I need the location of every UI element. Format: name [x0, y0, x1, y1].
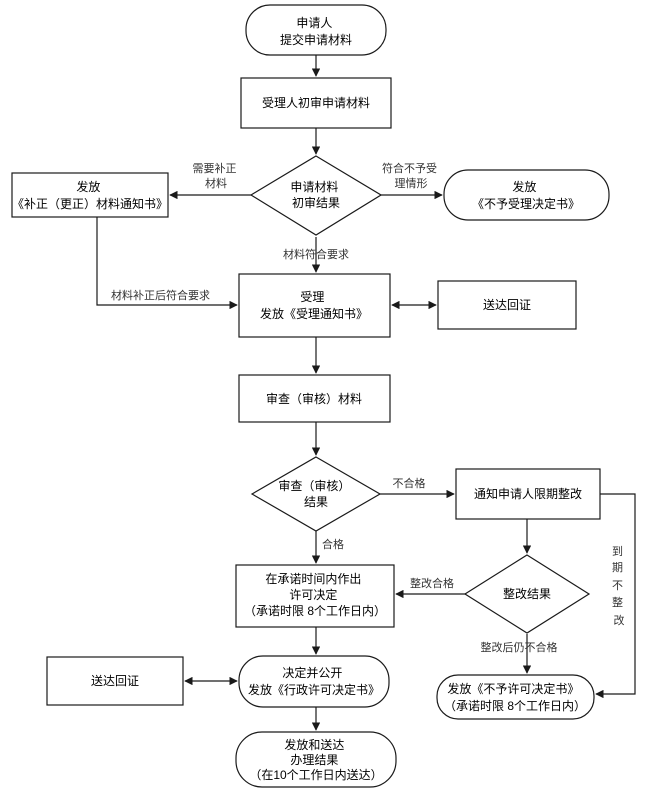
label-qualified-line-1: 合格 — [322, 537, 344, 551]
node-deny-permit-line-2: （承诺时限 8个工作日内） — [444, 699, 586, 713]
svg-text:审查（审核）材料: 审查（审核）材料 — [266, 391, 362, 406]
node-start-line-2: 提交申请材料 — [280, 32, 352, 47]
node-decide-publish-line-2: 发放《行政许可决定书》 — [248, 682, 380, 697]
svg-text:发放 《补正（更正）材料通知书》: 发放 《补正（更正）材料通知书》 — [12, 179, 168, 211]
label-meets-req: 材料符合要求 — [283, 247, 349, 261]
node-decide-publish-line-1: 决定并公开 — [282, 665, 342, 680]
node-decide-publish: 决定并公开 发放《行政许可决定书》 — [238, 655, 390, 708]
svg-text:在承诺时间内作出 许可决定 （承诺时: 在承诺时间内作出 许可决定 （承诺时限 8个工作日内） — [244, 572, 386, 618]
edge-rectify-notice-overdue-to-deny — [595, 493, 636, 699]
node-receipt-2: 送达回证 — [46, 656, 184, 706]
svg-text:申请人 提交申请材料: 申请人 提交申请材料 — [280, 16, 352, 47]
node-receipt-1: 送达回证 — [437, 280, 577, 330]
label-rectify-ok: 整改合格 — [410, 576, 454, 590]
node-examine-result-line-2: 结果 — [304, 495, 328, 509]
node-supplement-notice-line-1: 发放 — [76, 179, 100, 194]
label-overdue-line-2: 期 — [612, 561, 623, 574]
svg-text:受理 发放《受理通知书》: 受理 发放《受理通知书》 — [260, 290, 368, 321]
edge-supplement-to-accept — [96, 217, 238, 310]
svg-text:审查（审核） 结果: 审查（审核） 结果 — [278, 478, 353, 509]
node-deliver-line-2: 办理结果 — [290, 752, 338, 767]
label-needs-fix-line-1: 需要补正 — [192, 162, 236, 175]
node-start-line-1: 申请人 — [296, 16, 332, 30]
node-start: 申请人 提交申请材料 — [245, 4, 387, 56]
label-overdue-line-5: 改 — [614, 613, 625, 627]
node-initial-review: 受理人初审申请材料 — [240, 77, 392, 129]
node-accept-line-1: 受理 — [300, 290, 324, 304]
node-deliver-line-3: （在10个工作日内送达） — [249, 767, 382, 782]
label-qualified: 合格 — [322, 537, 344, 551]
label-rectify-fail: 整改后仍不合格 — [481, 640, 558, 654]
node-review-result-line-2: 初审结果 — [292, 195, 340, 210]
node-reject-decision-line-2: 《不予受理决定书》 — [472, 196, 580, 211]
node-deny-permit: 发放《不予许可决定书》 （承诺时限 8个工作日内） — [436, 674, 595, 720]
label-not-eligible-line-1: 符合不予受 — [382, 161, 437, 175]
label-overdue-line-3: 不 — [612, 580, 623, 592]
label-overdue-line-4: 整 — [612, 595, 623, 609]
svg-text:通知申请人限期整改: 通知申请人限期整改 — [474, 486, 582, 501]
label-meets-req-line-1: 材料符合要求 — [283, 247, 349, 261]
node-examine: 审查（审核）材料 — [238, 374, 391, 423]
node-deny-permit-line-1: 发放《不予许可决定书》 — [447, 681, 579, 696]
svg-text:发放《不予许可决定书》 （承诺时限 8个工作日内: 发放《不予许可决定书》 （承诺时限 8个工作日内） — [444, 681, 586, 713]
node-receipt-2-line-1: 送达回证 — [91, 673, 139, 688]
label-fixed-ok-line-1: 材料补正后符合要求 — [111, 288, 210, 302]
node-deliver-line-1: 发放和送达 — [284, 737, 344, 752]
node-reject-decision-line-1: 发放 — [512, 179, 536, 194]
node-permit-decision: 在承诺时间内作出 许可决定 （承诺时限 8个工作日内） — [235, 564, 395, 628]
svg-text:发放和送达 办理结果 （在10个工作: 发放和送达 办理结果 （在10个工作日内送达） — [249, 737, 382, 782]
label-rectify-ok-line-1: 整改合格 — [410, 576, 454, 590]
node-review-result: 申请材料 初审结果 — [249, 155, 383, 236]
label-not-eligible: 符合不予受 理情形 — [382, 161, 440, 190]
svg-text:决定并公开 发放《行政许可决定书》: 决定并公开 发放《行政许可决定书》 — [248, 665, 380, 697]
node-rectify-result: 整改结果 — [463, 554, 591, 634]
svg-text:送达回证: 送达回证 — [91, 673, 139, 688]
node-examine-result-line-1: 审查（审核） — [278, 478, 350, 493]
label-fixed-ok: 材料补正后符合要求 — [111, 288, 210, 302]
node-accept-line-2: 发放《受理通知书》 — [260, 306, 368, 321]
node-receipt-1-line-1: 送达回证 — [483, 297, 531, 312]
node-supplement-notice-line-2: 《补正（更正）材料通知书》 — [12, 197, 168, 211]
node-permit-decision-line-3: （承诺时限 8个工作日内） — [244, 604, 386, 618]
node-supplement-notice: 发放 《补正（更正）材料通知书》 — [11, 172, 169, 218]
label-overdue-line-1: 到 — [612, 545, 623, 558]
svg-text:受理人初审申请材料: 受理人初审申请材料 — [262, 95, 370, 110]
edges — [96, 55, 636, 731]
node-rectify-notice: 通知申请人限期整改 — [455, 468, 601, 520]
edge-labels: 需要补正 材料 符合不予受 理情形 材料符合要求 材料补正后符合要求 不合格 合… — [111, 161, 626, 654]
node-permit-decision-line-1: 在承诺时间内作出 — [265, 572, 361, 586]
svg-text:发放 《不予受理决定书》: 发放 《不予受理决定书》 — [472, 179, 580, 211]
svg-text:申请材料 初审结果: 申请材料 初审结果 — [290, 180, 341, 210]
label-unqualified-line-1: 不合格 — [393, 476, 426, 490]
label-unqualified: 不合格 — [393, 476, 426, 490]
label-needs-fix-line-2: 材料 — [205, 176, 227, 190]
node-examine-result: 审查（审核） 结果 — [250, 456, 382, 532]
node-deliver: 发放和送达 办理结果 （在10个工作日内送达） — [235, 731, 397, 788]
node-reject-decision: 发放 《不予受理决定书》 — [443, 169, 610, 221]
label-needs-fix: 需要补正 材料 — [192, 162, 239, 190]
label-rectify-fail-line-1: 整改后仍不合格 — [481, 640, 558, 654]
node-initial-review-line-1: 受理人初审申请材料 — [262, 95, 370, 110]
svg-text:送达回证: 送达回证 — [483, 297, 531, 312]
label-not-eligible-line-2: 理情形 — [395, 177, 428, 190]
node-accept: 受理 发放《受理通知书》 — [238, 273, 391, 338]
label-overdue: 到 期 不 整 改 — [612, 545, 626, 627]
svg-text:整改结果: 整改结果 — [503, 586, 551, 601]
node-review-result-line-1: 申请材料 — [290, 180, 338, 194]
node-permit-decision-line-2: 许可决定 — [289, 587, 337, 602]
node-examine-line-1: 审查（审核）材料 — [266, 391, 362, 406]
node-rectify-result-line-1: 整改结果 — [503, 586, 551, 601]
node-rectify-notice-line-1: 通知申请人限期整改 — [474, 486, 582, 501]
